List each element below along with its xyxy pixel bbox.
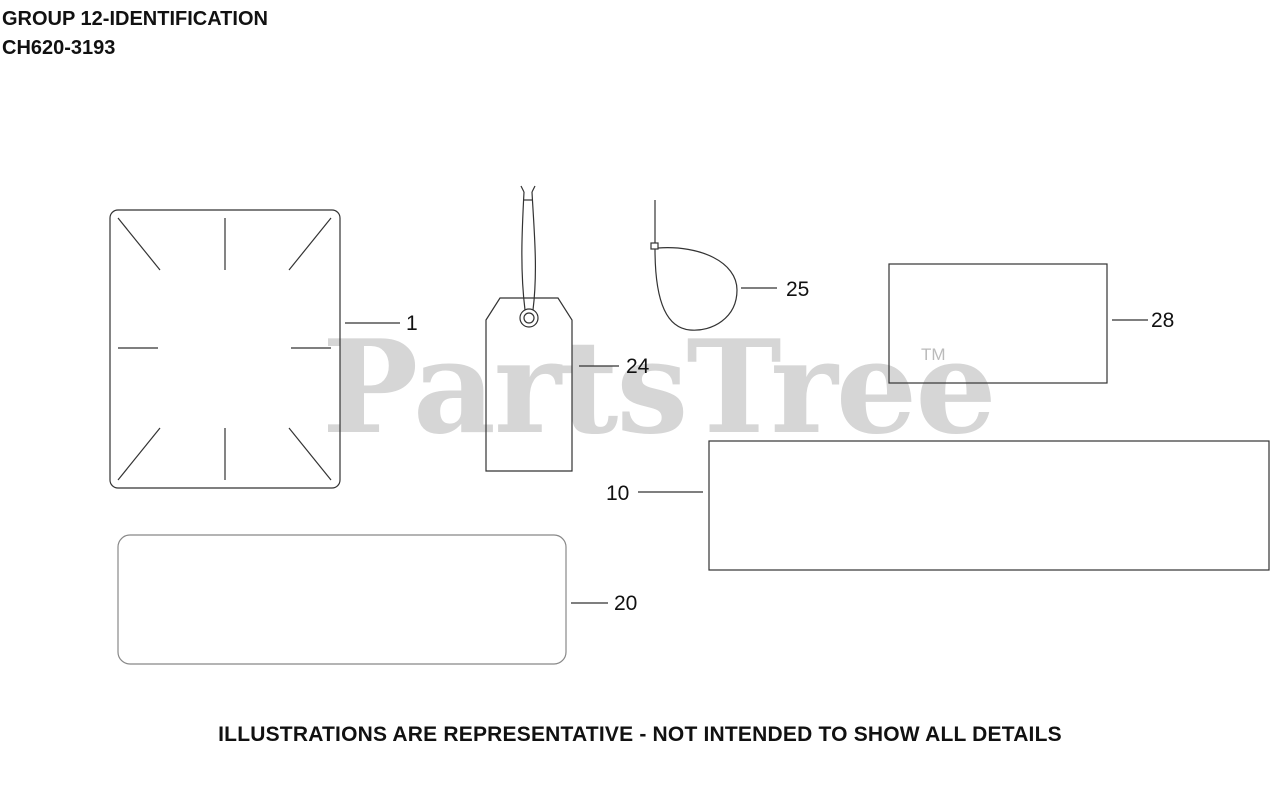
- trademark-symbol: TM: [921, 345, 946, 364]
- callout-24[interactable]: 24: [626, 355, 650, 378]
- callout-10[interactable]: 10: [606, 482, 630, 505]
- callout-20[interactable]: 20: [614, 592, 638, 615]
- diagram-title: GROUP 12-IDENTIFICATION: [2, 8, 268, 30]
- part-25-cable-tie[interactable]: [650, 200, 738, 331]
- model-number: CH620-3193: [2, 37, 116, 59]
- callout-1[interactable]: 1: [406, 312, 418, 335]
- part-28-label[interactable]: [888, 263, 1108, 384]
- part-1-decal[interactable]: [109, 209, 341, 489]
- part-20-label[interactable]: [117, 534, 567, 665]
- part-10-label[interactable]: [708, 440, 1270, 571]
- partstree-watermark: PartsTree: [322, 313, 997, 463]
- callout-25[interactable]: 25: [786, 278, 810, 301]
- disclaimer-footer: ILLUSTRATIONS ARE REPRESENTATIVE - NOT I…: [218, 723, 1062, 746]
- part-24-tag[interactable]: [485, 185, 573, 472]
- callout-28[interactable]: 28: [1151, 309, 1175, 332]
